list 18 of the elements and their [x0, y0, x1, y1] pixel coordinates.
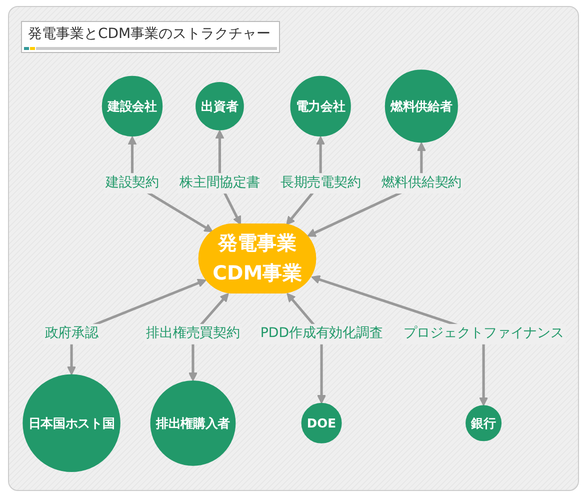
edge-label: 燃料供給契約	[381, 175, 462, 191]
edge-label: 排出権売買契約	[146, 326, 240, 342]
edge-label: 建設契約	[105, 175, 159, 191]
edge-label: PDD作成有効化調査	[260, 326, 383, 342]
edge-label: 長期売電契約	[280, 175, 361, 191]
edge-label: 政府承認	[44, 326, 98, 342]
edge-label: プロジェクトファイナンス	[403, 326, 564, 342]
node-circle	[466, 405, 502, 442]
node-circle	[290, 76, 351, 137]
edge-label: 株主間協定書	[180, 175, 260, 191]
node-circle	[301, 403, 342, 444]
node-circle	[384, 70, 458, 143]
diagram-title: 発電事業とCDM事業のストラクチャー	[28, 25, 271, 43]
node-circle	[150, 380, 236, 466]
node-circle	[102, 76, 163, 137]
node-circle	[196, 82, 244, 131]
card-background: 発電事業とCDM事業のストラクチャー 建設会社 出資者 電力会社 燃料供給者 建設契約 株主間協定書 長期売電契約 燃料供給契約 発電事業 CDM事業 政府承認 排出権売買契約 PDD作成有効化調査 プロジェクトファイナンス 日本国ホスト国 排出権購入者 DOE 銀行	[8, 6, 579, 491]
node-circle	[22, 374, 120, 472]
